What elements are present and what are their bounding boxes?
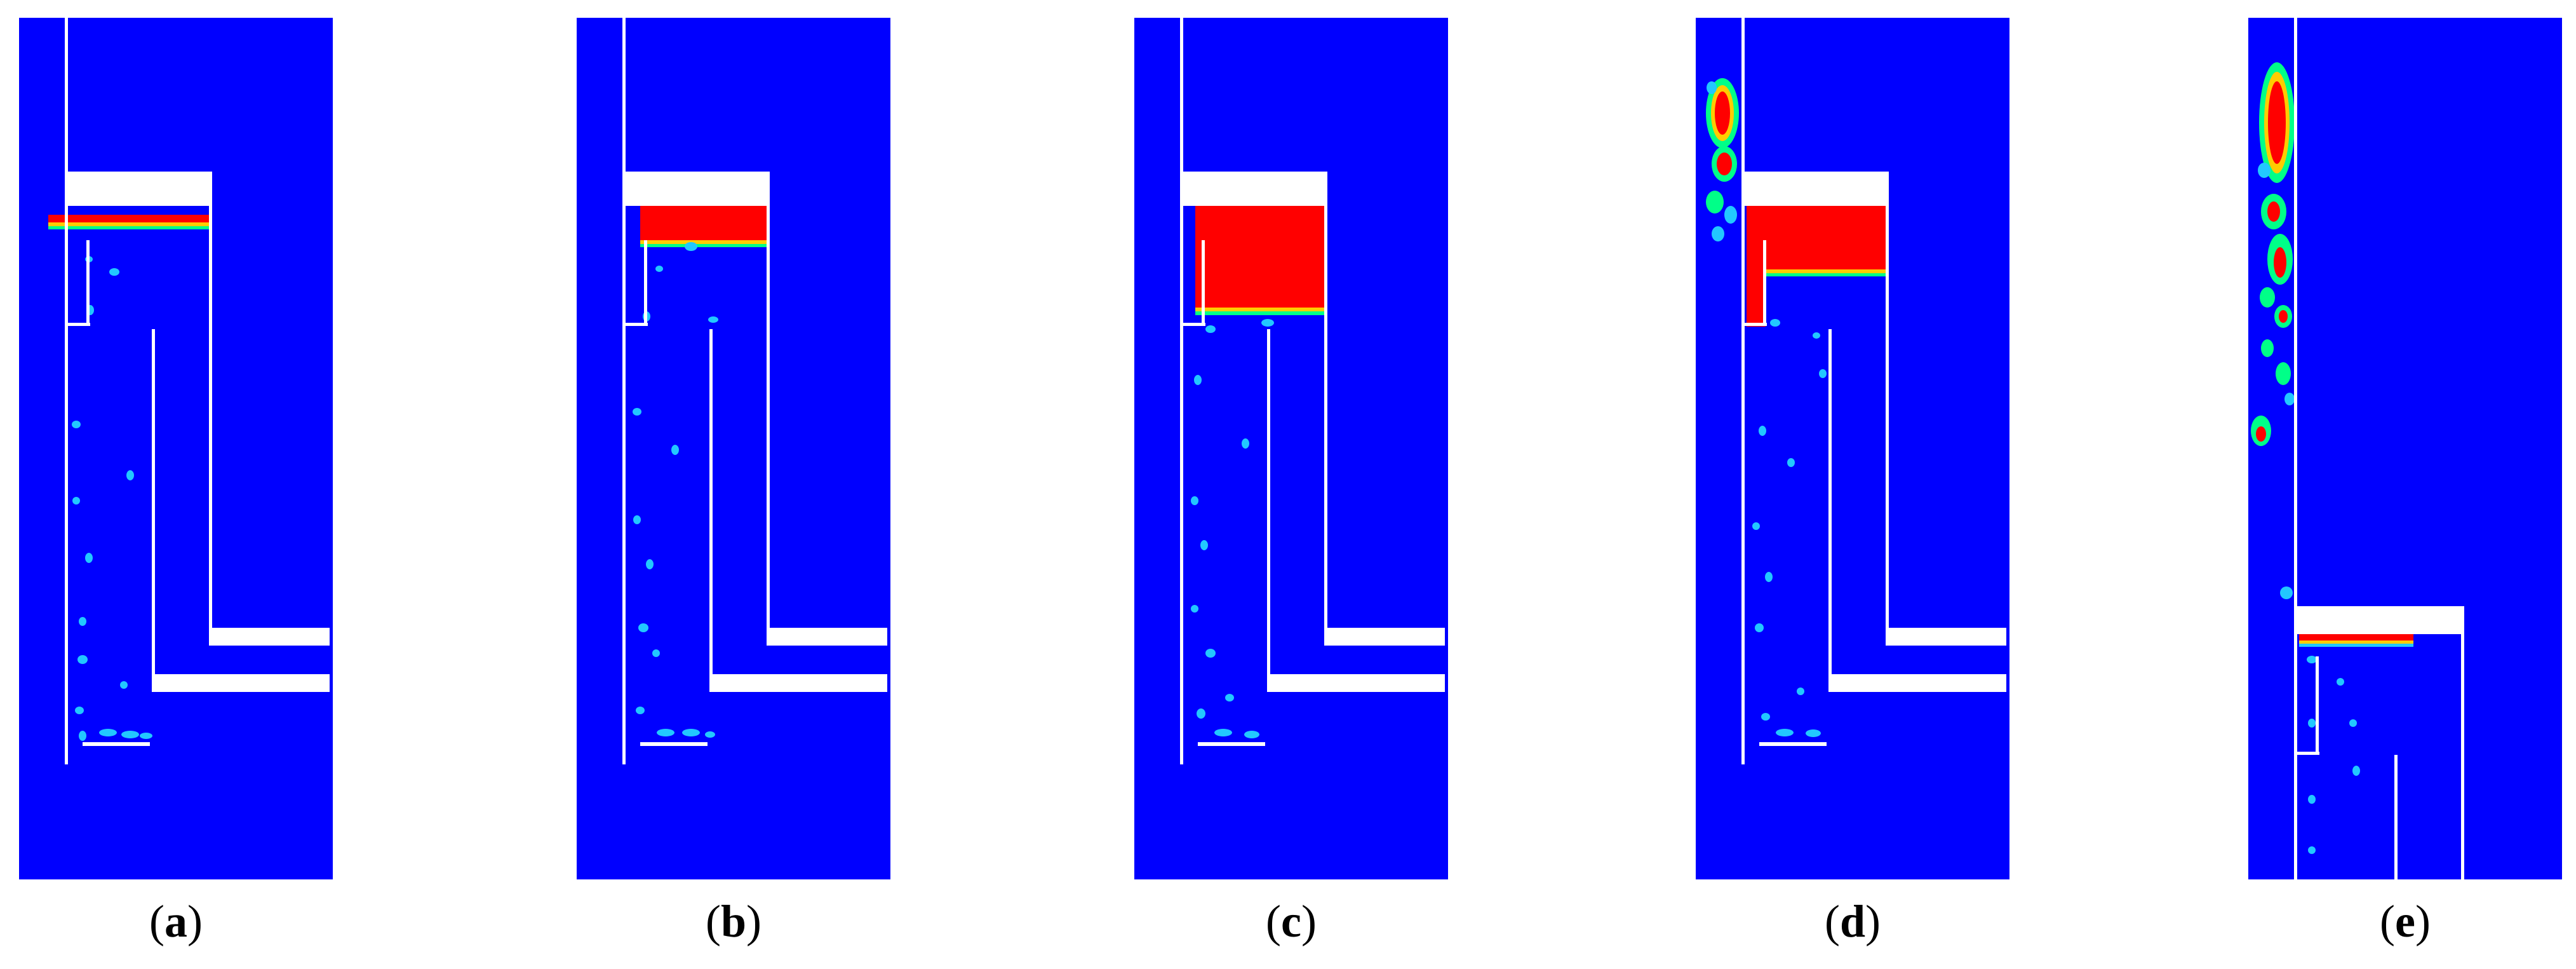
liquid-layer — [48, 215, 210, 222]
caption-e: (e) — [2380, 896, 2431, 947]
liquid-layer — [1195, 206, 1325, 308]
plume — [2251, 62, 2295, 599]
geometry — [1741, 18, 2006, 764]
droplets — [1191, 319, 1274, 738]
contour-plot-d — [1696, 18, 2009, 879]
contour-plot-c — [1134, 18, 1448, 879]
caption-b: (b) — [705, 896, 761, 947]
plume — [1706, 78, 1739, 241]
panel-c — [1134, 18, 1448, 879]
contour-plot-e — [2248, 18, 2562, 879]
geometry — [65, 18, 330, 764]
interface-band-2 — [48, 226, 210, 229]
geometry — [1180, 18, 1445, 764]
droplets — [2307, 656, 2360, 854]
contour-plot-b — [577, 18, 890, 879]
geometry — [2294, 18, 2464, 879]
field-background — [19, 18, 333, 879]
liquid-layer — [1747, 206, 1886, 269]
contour-plot-a — [19, 18, 333, 879]
caption-c: (c) — [1266, 896, 1317, 947]
panel-e — [2248, 18, 2562, 879]
liquid-layer — [640, 206, 767, 240]
interface-band — [48, 222, 210, 226]
geometry — [622, 18, 887, 764]
panel-b — [577, 18, 890, 879]
droplets — [1752, 319, 1827, 737]
caption-a: (a) — [149, 896, 203, 947]
panel-d — [1696, 18, 2009, 879]
caption-d: (d) — [1824, 896, 1881, 947]
panel-a — [19, 18, 333, 879]
liquid-layer — [2299, 634, 2413, 640]
